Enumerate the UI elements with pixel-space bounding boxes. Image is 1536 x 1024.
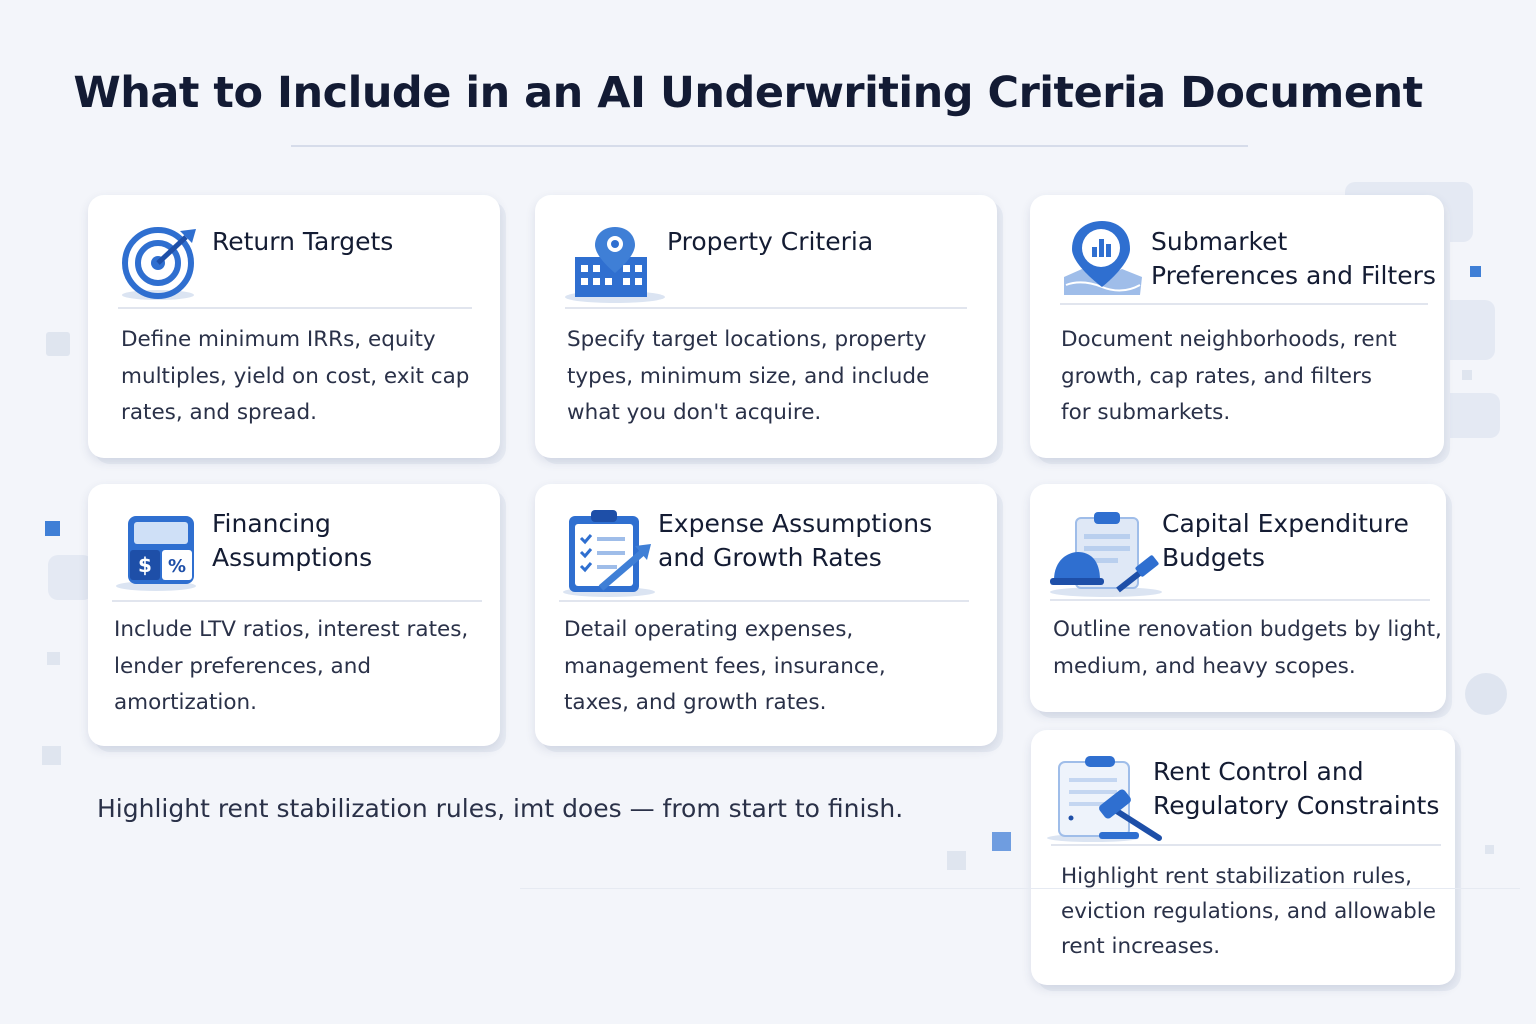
title-divider bbox=[291, 145, 1248, 147]
target-icon bbox=[122, 227, 196, 300]
card-body: Document neighborhoods, rent growth, cap… bbox=[1061, 327, 1397, 425]
card-title: Property Criteria bbox=[667, 227, 874, 256]
svg-text:$: $ bbox=[138, 553, 152, 577]
card-submarket-preferences: Submarket Preferences and Filters Docume… bbox=[1030, 195, 1444, 458]
building-pin-icon bbox=[565, 227, 665, 303]
card-title: Expense Assumptions and Growth Rates bbox=[658, 509, 933, 572]
footer-line bbox=[520, 888, 1520, 889]
card-title: Rent Control and Regulatory Constraints bbox=[1153, 757, 1440, 820]
gavel-document-icon bbox=[1047, 756, 1162, 842]
card-body: Specify target locations, property types… bbox=[567, 327, 930, 425]
card-divider bbox=[112, 600, 482, 602]
card-title: Financing Assumptions bbox=[212, 509, 373, 572]
card-divider bbox=[118, 307, 472, 309]
hardhat-hammer-icon bbox=[1050, 512, 1162, 597]
page-title: What to Include in an AI Underwriting Cr… bbox=[73, 68, 1423, 118]
card-body: Define minimum IRRs, equity multiples, y… bbox=[121, 327, 470, 425]
card-body: Highlight rent stabilization rules, evic… bbox=[1061, 864, 1437, 959]
card-expense-assumptions: Expense Assumptions and Growth Rates Det… bbox=[535, 484, 997, 746]
card-property-criteria: Property Criteria Specify target locatio… bbox=[535, 195, 997, 458]
card-capex-budgets: Capital Expenditure Budgets Outline reno… bbox=[1030, 484, 1446, 712]
card-divider bbox=[565, 307, 967, 309]
card-title: Capital Expenditure Budgets bbox=[1162, 509, 1409, 572]
footer-note: Highlight rent stabilization rules, imt … bbox=[97, 794, 904, 823]
map-pin-chart-icon bbox=[1064, 221, 1142, 295]
card-financing-assumptions: $ % Financing Assumptions Include LTV ra… bbox=[88, 484, 500, 746]
card-divider bbox=[559, 600, 969, 602]
card-body: Include LTV ratios, interest rates, lend… bbox=[114, 617, 469, 715]
clipboard-chart-icon bbox=[563, 510, 655, 597]
svg-text:%: % bbox=[168, 556, 186, 577]
card-return-targets: Return Targets Define minimum IRRs, equi… bbox=[88, 195, 500, 458]
card-divider bbox=[1051, 844, 1441, 846]
card-divider bbox=[1050, 599, 1430, 601]
card-title: Return Targets bbox=[212, 227, 394, 256]
card-body: Detail operating expenses, management fe… bbox=[564, 617, 886, 715]
calculator-icon: $ % bbox=[116, 516, 196, 591]
card-body: Outline renovation budgets by light, med… bbox=[1053, 617, 1442, 679]
card-divider bbox=[1060, 303, 1428, 305]
card-title: Submarket Preferences and Filters bbox=[1151, 227, 1436, 290]
card-rent-control: Rent Control and Regulatory Constraints … bbox=[1031, 730, 1455, 985]
